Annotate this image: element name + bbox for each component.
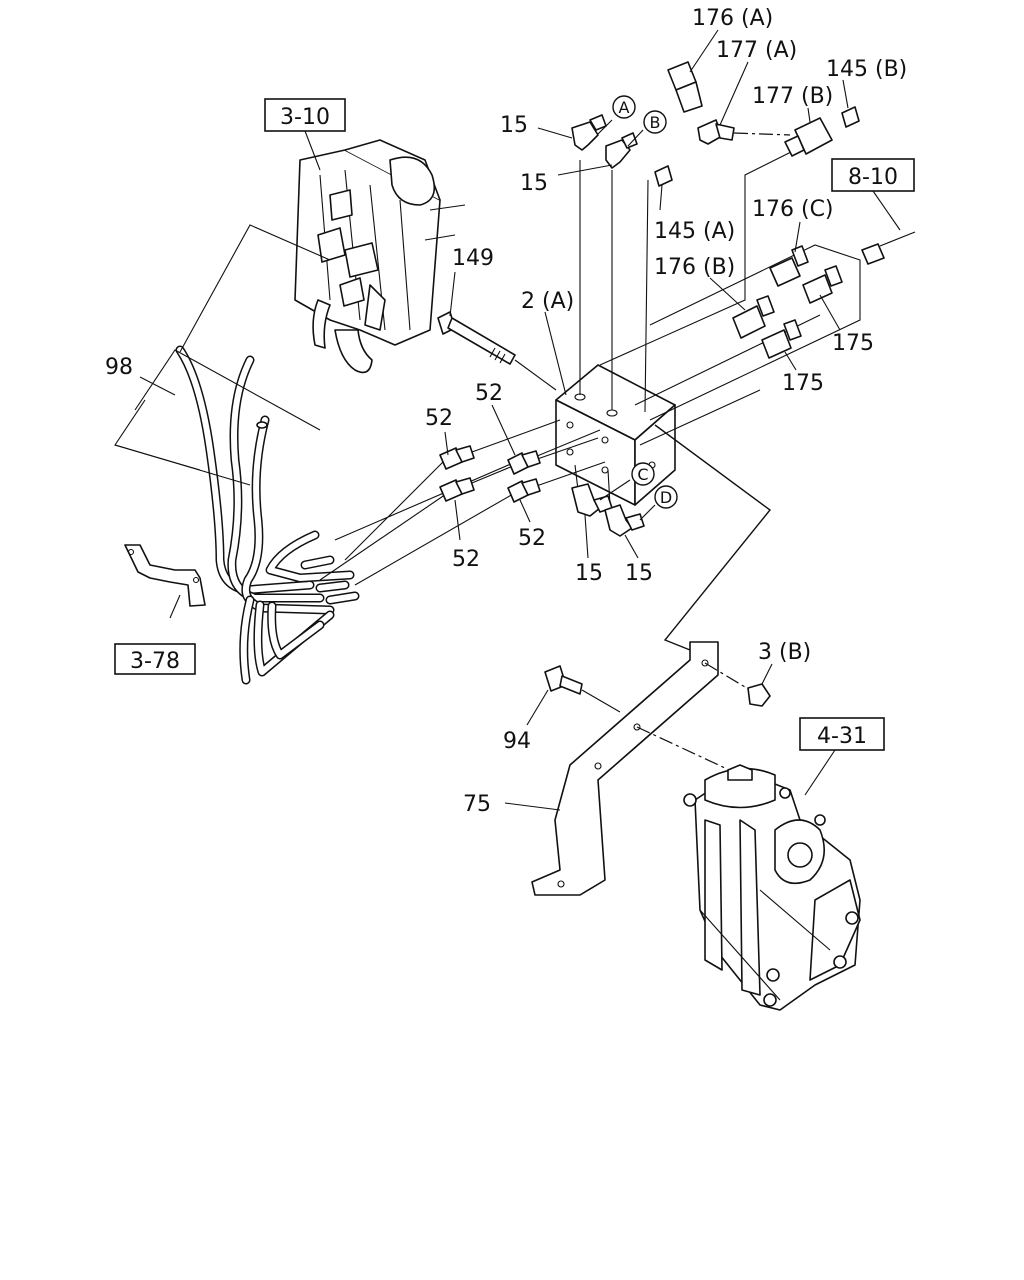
label-176c: 176 (C) (752, 197, 834, 222)
plug-145a (654, 165, 673, 187)
callout-a-label: A (619, 98, 630, 117)
label-75: 75 (463, 792, 491, 817)
elbow-fittings-15-bottom (571, 483, 645, 537)
label-149: 149 (452, 246, 494, 271)
callout-d-label: D (660, 488, 672, 507)
label-52-d: 52 (518, 526, 546, 551)
nut-3b (747, 683, 771, 707)
tube-clip (124, 544, 206, 607)
connector-177a (697, 119, 791, 145)
callout-b: B (643, 110, 667, 134)
callout-c-label: C (637, 465, 648, 484)
connector-177b (784, 117, 833, 157)
valve-assembly-3-10 (294, 139, 466, 374)
label-94: 94 (503, 729, 531, 754)
callout-a: A (612, 95, 636, 119)
label-176b: 176 (B) (654, 255, 735, 280)
label-175-lower: 175 (782, 371, 824, 396)
ref-box-4-31: 4-31 (799, 717, 885, 751)
ref-label-3-10: 3-10 (280, 105, 330, 130)
switch-176c (769, 245, 809, 287)
label-3b: 3 (B) (758, 640, 811, 665)
callout-c: C (631, 462, 655, 486)
label-177b: 177 (B) (752, 84, 833, 109)
label-15-b: 15 (520, 171, 548, 196)
ref-box-3-78: 3-78 (114, 643, 196, 675)
switch-175-upper (802, 265, 843, 304)
steering-gear-4-31 (683, 764, 861, 1011)
brake-tube-bundle-98 (175, 345, 360, 685)
label-2a: 2 (A) (521, 289, 574, 314)
label-175-upper: 175 (832, 331, 874, 356)
label-15-c: 15 (575, 561, 603, 586)
ref-box-3-10: 3-10 (264, 98, 346, 132)
connector-8-10 (861, 231, 916, 265)
callout-d: D (654, 485, 678, 509)
ref-label-8-10: 8-10 (848, 165, 898, 190)
label-145b: 145 (B) (826, 57, 907, 82)
ref-label-3-78: 3-78 (130, 649, 180, 674)
switch-176a (667, 61, 703, 113)
elbow-fittings-15-top (571, 114, 638, 169)
label-52-a: 52 (425, 406, 453, 431)
fittings-52 (439, 445, 541, 503)
label-15-d: 15 (625, 561, 653, 586)
label-52-c: 52 (452, 547, 480, 572)
callout-b-label: B (650, 113, 661, 132)
ref-label-4-31: 4-31 (817, 724, 867, 749)
bolt-94 (544, 665, 621, 713)
label-52-b: 52 (475, 381, 503, 406)
label-15-a: 15 (500, 113, 528, 138)
label-177a: 177 (A) (716, 38, 797, 63)
part-labels: 176 (A) 177 (A) 145 (B) 177 (B) 15 15 14… (105, 6, 907, 817)
label-98: 98 (105, 355, 133, 380)
ref-box-8-10: 8-10 (831, 158, 915, 192)
bolt-149 (437, 311, 557, 391)
distribution-block (555, 364, 676, 506)
bracket-75 (531, 641, 751, 896)
switch-175-lower (761, 319, 802, 359)
plug-145b (841, 106, 860, 128)
label-176a: 176 (A) (692, 6, 773, 31)
leader-lines (114, 29, 901, 811)
label-145a: 145 (A) (654, 219, 735, 244)
switch-176b (732, 295, 775, 339)
